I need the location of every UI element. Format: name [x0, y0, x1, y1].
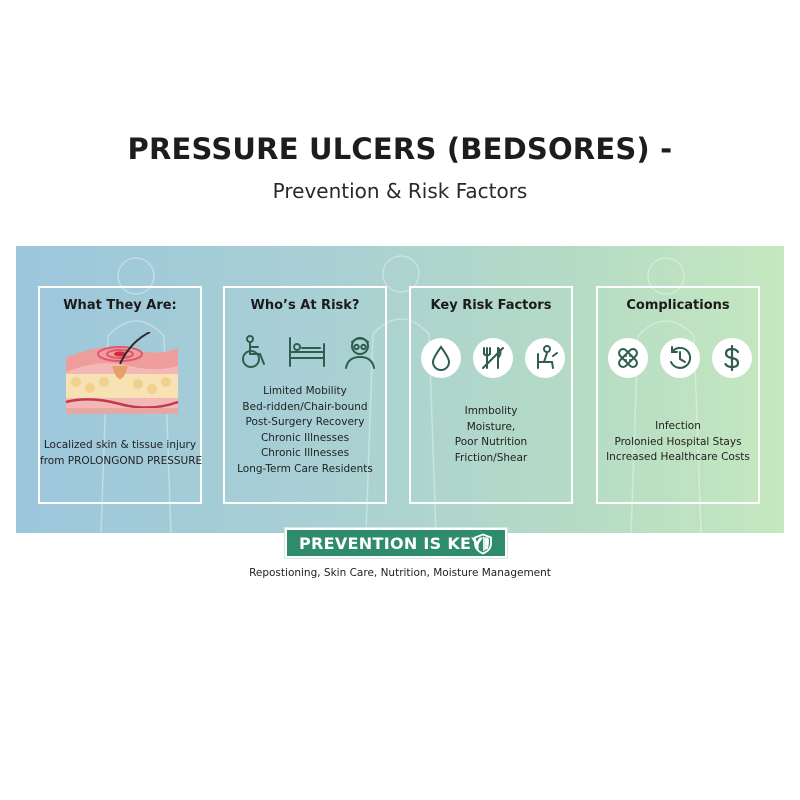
panel-description: Immbolity Moisture, Poor Nutrition Frict… — [411, 404, 571, 466]
description-line: Poor Nutrition — [454, 436, 528, 448]
prevention-caption: Repostioning, Skin Care, Nutrition, Mois… — [249, 567, 551, 579]
description-line: Localized skin & tissue injury — [43, 439, 197, 451]
description-line: Long-Term Care Residents — [237, 462, 373, 475]
prevention-label: PREVENTION IS KEY! — [299, 534, 491, 553]
info-banner: What They Are: Localized skin & tissue i… — [16, 246, 784, 533]
risk-group-icons — [225, 332, 385, 374]
description-line: Limited Mobility — [263, 385, 347, 397]
complication-icons — [598, 338, 758, 380]
description-line: Increased Healthcare Costs — [606, 451, 750, 463]
description-line: Infection — [655, 420, 701, 432]
body-silhouettes-decoration — [100, 255, 702, 533]
shield-icon — [474, 533, 492, 555]
bandage-icon — [608, 338, 648, 378]
elderly-person-icon — [345, 337, 375, 369]
description-line: from PROLONGOND PRESSURE — [40, 454, 203, 467]
prevention-callout: PREVENTION IS KEY! — [285, 528, 507, 558]
hospital-bed-icon — [289, 337, 325, 367]
clock-icon — [660, 338, 700, 378]
panel-key-risk-factors: Key Risk Factors — [409, 286, 573, 504]
panel-what-they-are: What They Are: Localized skin & tissue i… — [38, 286, 202, 504]
description-line: Friction/Shear — [454, 451, 528, 464]
page-subtitle: Prevention & Risk Factors — [272, 179, 528, 203]
description-line: Immbolity — [464, 405, 518, 417]
panel-title: Complications — [626, 298, 730, 313]
panel-description: Infection Prolonied Hospital Stays Incre… — [598, 419, 758, 466]
panel-whos-at-risk: Who’s At Risk? — [223, 286, 387, 504]
description-line: Chronic Illnesses — [260, 431, 350, 444]
description-line: Moisture, — [466, 420, 516, 433]
dollar-icon — [712, 338, 752, 378]
panel-title: Who’s At Risk? — [250, 298, 360, 313]
description-line: Post-Surgery Recovery — [245, 416, 365, 428]
panel-description: Limited Mobility Bed-ridden/Chair-bound … — [225, 384, 385, 477]
water-drop-icon — [421, 338, 461, 378]
panel-title: Key Risk Factors — [430, 298, 552, 313]
risk-factor-icons — [411, 338, 571, 380]
panel-description: Localized skin & tissue injury from PROL… — [40, 438, 203, 469]
panel-title: What They Are: — [63, 298, 177, 313]
description-line: Chronic Illnesses — [260, 447, 350, 459]
page-title: PRESSURE ULCERS (BEDSORES) - — [127, 132, 673, 166]
panel-complications: Complications — [596, 286, 760, 504]
description-line: Prolonied Hospital Stays — [614, 435, 742, 448]
friction-seat-icon — [525, 338, 565, 378]
skin-cross-section-illustration-icon — [65, 332, 179, 414]
no-food-icon — [473, 338, 513, 378]
wheelchair-icon — [242, 335, 265, 368]
description-line: Bed-ridden/Chair-bound — [242, 400, 368, 413]
